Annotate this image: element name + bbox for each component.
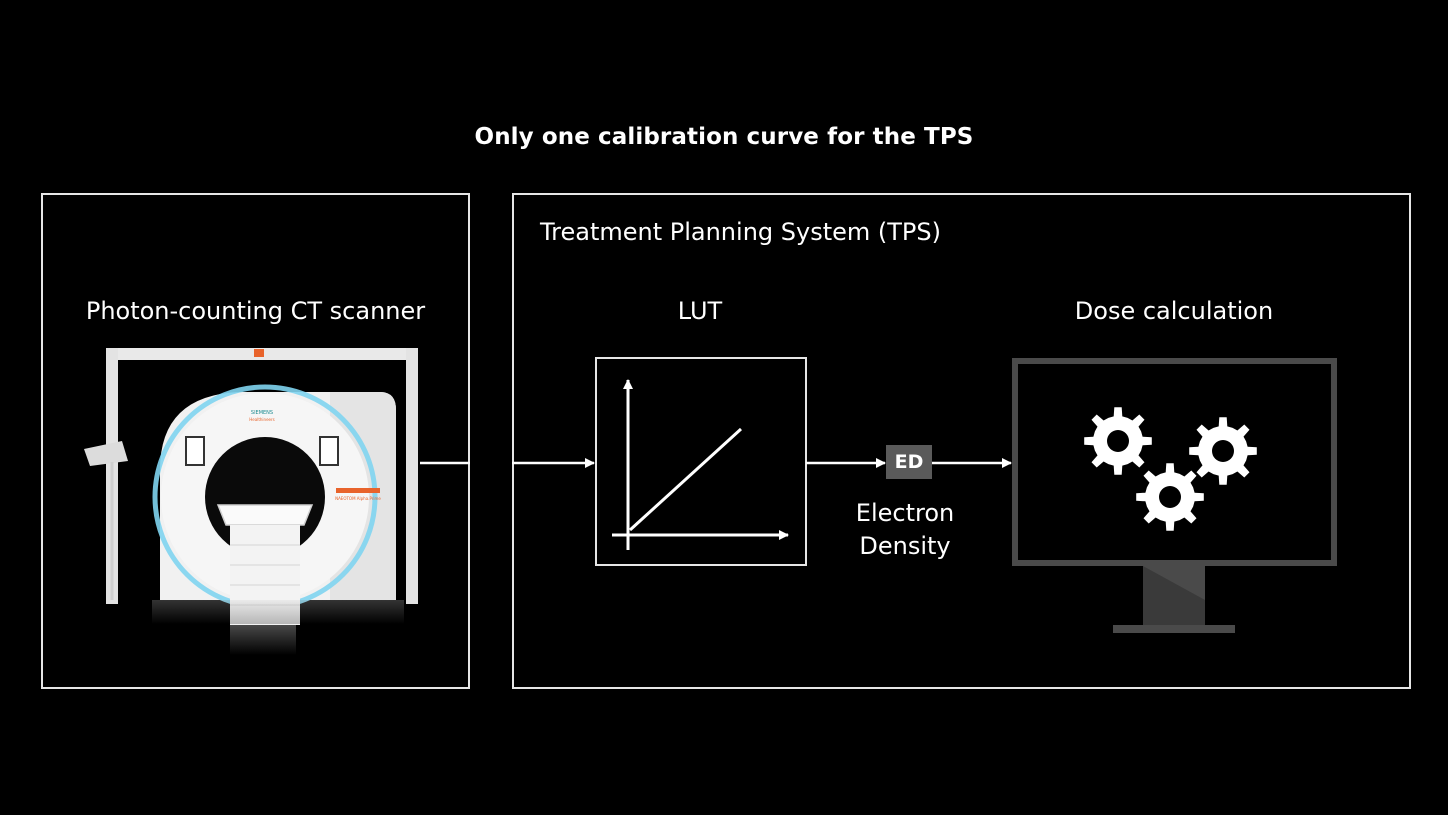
patient-table-top [216,504,314,526]
tps-panel [512,193,1411,689]
gear-hole [1159,486,1181,508]
scanner-brand-sub: Healthineers [249,417,274,422]
gears-group [1084,407,1257,531]
lut-graph-icon [612,379,789,550]
ed-badge: ED [886,445,932,479]
scanner-brand: SIEMENS [251,410,273,416]
scanner-model: NAEOTOM Alpha.Prime [335,496,381,501]
scanner-label: Photon-counting CT scanner [85,297,426,325]
page-title: Only one calibration curve for the TPS [474,124,974,150]
monitor-icon [1012,358,1337,633]
tps-label: Treatment Planning System (TPS) [540,218,941,246]
scanner-control-tablet [84,441,128,466]
gear-hole [1212,440,1234,462]
lut-label: LUT [677,297,723,325]
ct-scanner-image: SIEMENS Healthineers NAEOTOM Alpha.Prime [84,348,418,655]
electron-density-label-line1: Electron [855,499,955,527]
dose-calculation-label: Dose calculation [1074,297,1274,325]
scanner-frame-right [406,348,418,604]
scanner-panel [41,193,470,689]
gear-hole [1107,430,1129,452]
scanner-laser-mark [254,349,264,357]
lut-box [595,357,807,566]
electron-density-label-line2: Density [859,532,951,560]
